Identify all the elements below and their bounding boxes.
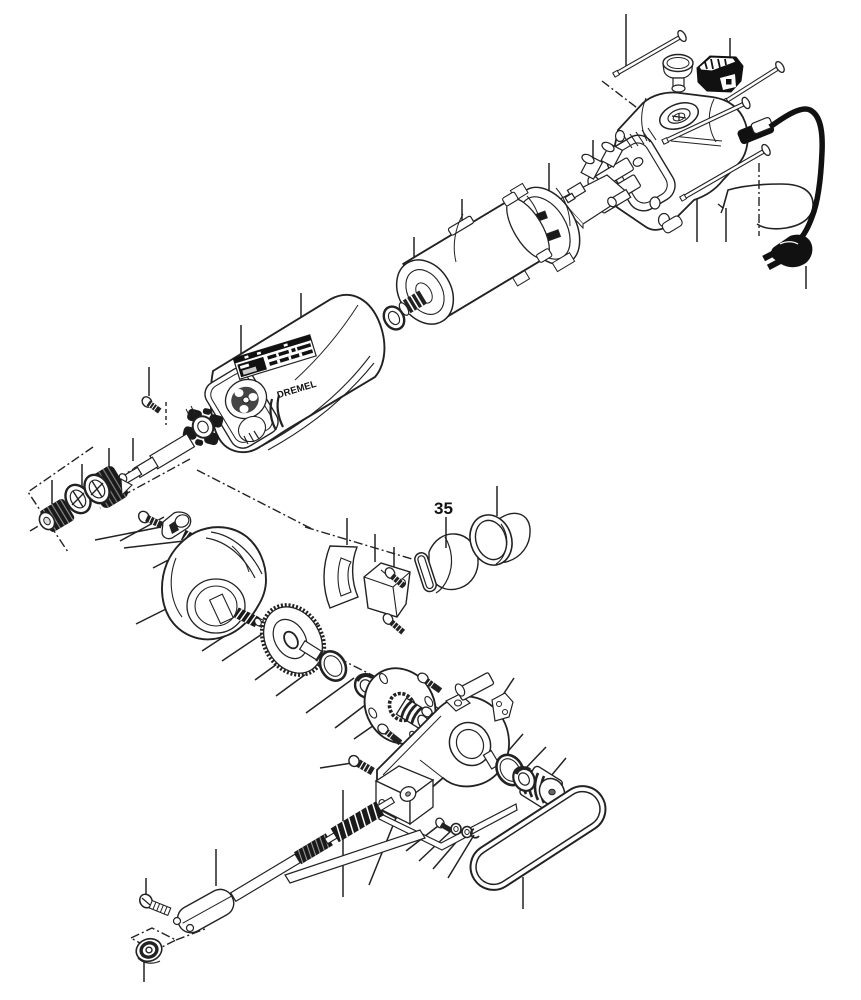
svg-text:35: 35 <box>434 499 453 518</box>
